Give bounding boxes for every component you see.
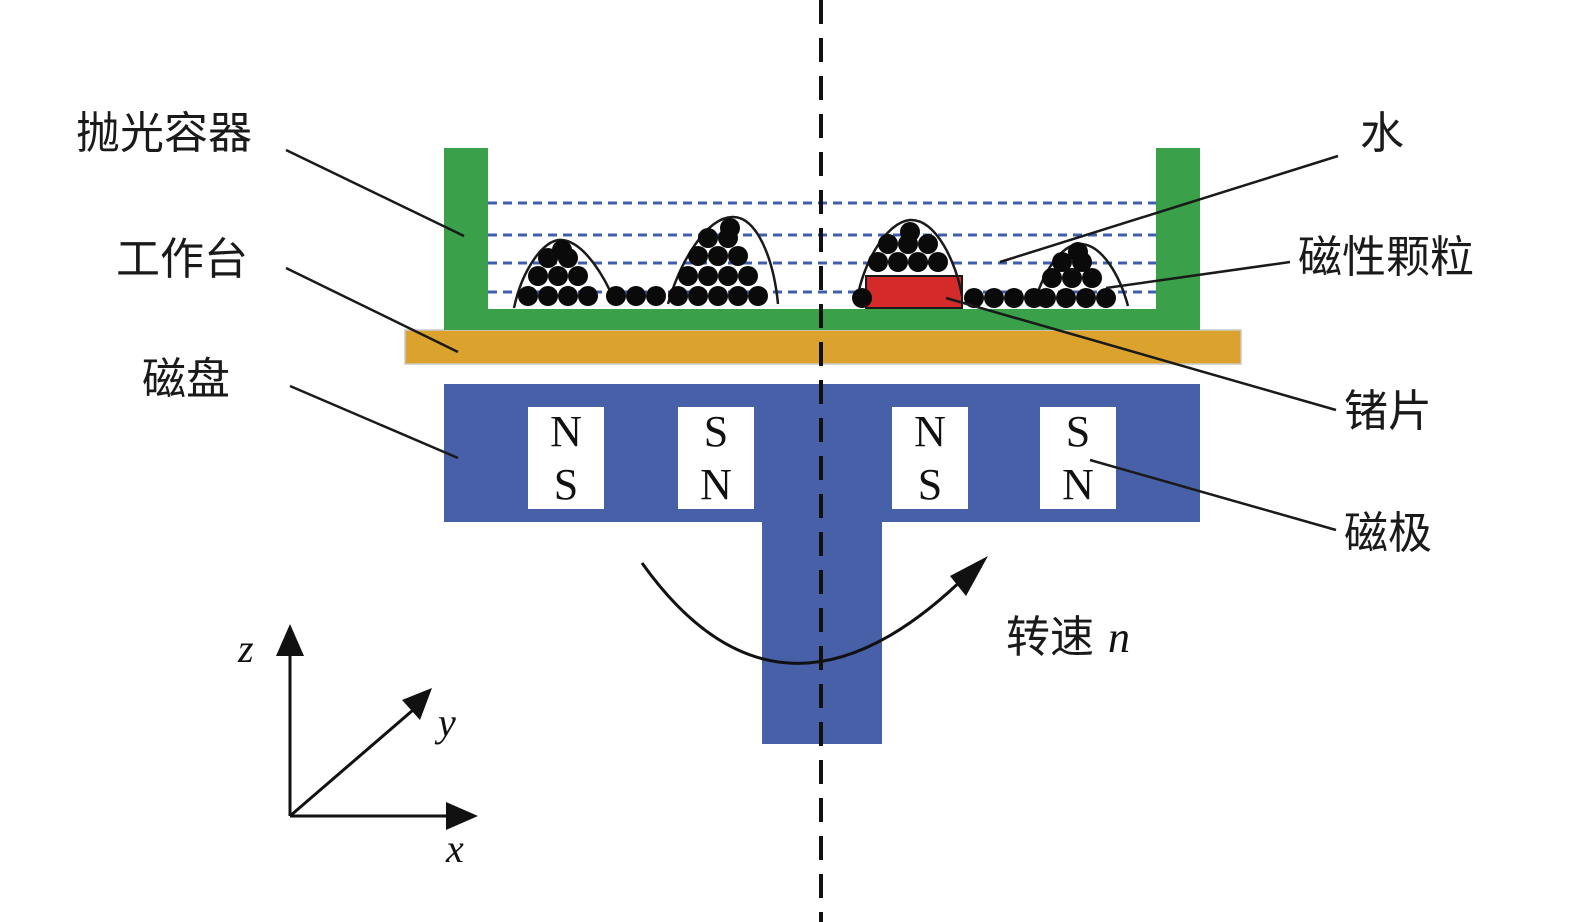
- magnet-pole-1: N S: [528, 407, 604, 509]
- axis-label-y: y: [434, 700, 456, 745]
- magnetic-particle: [528, 266, 548, 286]
- magnetic-particle: [868, 252, 888, 272]
- pole-top-label: S: [1066, 407, 1090, 456]
- magnetic-particle: [738, 266, 758, 286]
- magnetic-particle: [1082, 268, 1102, 288]
- coordinate-axes: z y x: [237, 624, 478, 871]
- label-magnetic-poles: 磁极: [1344, 508, 1432, 559]
- magnet-pole-4: S N: [1040, 407, 1116, 509]
- label-worktable: 工作台: [116, 234, 248, 285]
- label-magnetic-particles: 磁性颗粒: [1298, 232, 1474, 283]
- pole-bottom-label: N: [700, 460, 732, 509]
- magnetic-particle: [1056, 288, 1076, 308]
- magnetic-particle: [688, 286, 708, 306]
- magnetic-particle: [984, 288, 1004, 308]
- pole-top-label: N: [914, 407, 946, 456]
- magnetic-particle: [888, 252, 908, 272]
- magnetic-particle: [568, 266, 588, 286]
- magnetic-particle: [518, 286, 538, 306]
- magnetic-particle: [748, 286, 768, 306]
- magnet-pole-2: S N: [678, 407, 754, 509]
- magnet-pole-3: N S: [892, 407, 968, 509]
- magnetic-particle: [718, 266, 738, 286]
- magnetic-particle: [1096, 288, 1116, 308]
- label-water: 水: [1360, 108, 1404, 159]
- magnetic-particle: [688, 246, 708, 266]
- magnetic-particle: [728, 286, 748, 306]
- magnetic-particle: [1076, 288, 1096, 308]
- magnetic-particle: [852, 288, 872, 308]
- magnetic-particle: [538, 286, 558, 306]
- pole-top-label: N: [550, 407, 582, 456]
- magnetic-particle: [1062, 268, 1082, 288]
- rotation-speed-variable: n: [1108, 613, 1130, 662]
- magnetic-particle: [698, 266, 718, 286]
- magnetic-particle: [720, 218, 740, 238]
- label-rotation-speed: 转速 n: [1006, 612, 1130, 663]
- label-germanium-wafer: 锗片: [1344, 386, 1432, 437]
- magnetic-particle: [878, 234, 898, 254]
- axis-label-z: z: [237, 626, 254, 671]
- pole-bottom-label: N: [1062, 460, 1094, 509]
- magnetic-particle: [606, 286, 626, 306]
- rotation-arrowhead: [950, 556, 988, 596]
- magnetic-particle: [708, 246, 728, 266]
- magnetic-particle: [908, 252, 928, 272]
- magnetic-particle: [728, 246, 748, 266]
- magnetic-particles: [518, 218, 1116, 308]
- magnetic-particle: [900, 222, 920, 242]
- magnetic-particle: [1052, 252, 1072, 272]
- magnetic-particle: [678, 266, 698, 286]
- magnetic-particle: [626, 286, 646, 306]
- pole-top-label: S: [704, 407, 728, 456]
- label-magnetic-disk: 磁盘: [142, 354, 230, 405]
- magnetic-particle: [548, 266, 568, 286]
- magnetic-particle: [1042, 268, 1062, 288]
- magnetic-particle: [558, 286, 578, 306]
- magnetic-particle: [668, 286, 688, 306]
- magnetic-particle: [918, 234, 938, 254]
- magnetic-particle: [646, 286, 666, 306]
- axis-label-x: x: [445, 826, 464, 871]
- label-polishing-container: 抛光容器: [76, 108, 252, 159]
- rotation-speed-text: 转速: [1006, 612, 1108, 663]
- magnetic-particle: [1036, 288, 1056, 308]
- pole-bottom-label: S: [918, 460, 942, 509]
- magnetic-particle: [708, 286, 728, 306]
- magnetic-particle: [578, 286, 598, 306]
- magnetic-particle: [1068, 242, 1088, 262]
- magnetic-particle: [964, 288, 984, 308]
- magnetic-particle: [1004, 288, 1024, 308]
- germanium-wafer: [865, 275, 963, 309]
- pole-bottom-label: S: [554, 460, 578, 509]
- leader-lines: [285, 148, 1339, 532]
- rotation-arrow: [640, 562, 970, 665]
- magnetic-particle: [928, 252, 948, 272]
- magnetic-particle: [552, 240, 572, 260]
- magnetic-particle: [698, 228, 718, 248]
